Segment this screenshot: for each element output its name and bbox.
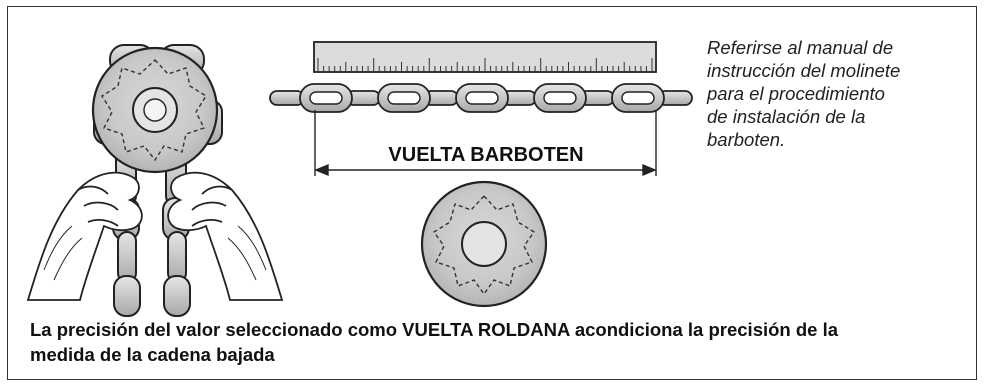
horizontal-chain: [269, 83, 693, 113]
right-hand-icon: [167, 171, 284, 301]
chain-link-hole: [465, 91, 499, 105]
chain-link-hole: [543, 91, 577, 105]
chain-link-hole: [621, 91, 655, 105]
note-line: Referirse al manual de: [707, 37, 894, 58]
caption-line: La precisión del valor seleccionado como…: [30, 319, 839, 340]
chain-link-hole: [309, 91, 343, 105]
note-line: de instalación de la: [707, 106, 866, 127]
note-line: barboten.: [707, 129, 786, 150]
installation-note: Referirse al manual de instrucción del m…: [707, 36, 957, 151]
gypsy-wheel-bottom: [420, 180, 548, 308]
gypsy-wheel-left: [91, 46, 219, 174]
caption-line: medida de la cadena bajada: [30, 344, 275, 365]
chain-link-hole: [387, 91, 421, 105]
note-line: instrucción del molinete: [707, 60, 901, 81]
measure-label: VUELTA BARBOTEN: [388, 144, 583, 166]
left-hand-icon: [26, 171, 143, 301]
chain-link: [269, 90, 305, 106]
diagram-frame: [7, 6, 977, 380]
measurement-dimension: [314, 110, 657, 177]
note-line: para el procedimiento: [707, 83, 885, 104]
ruler: [313, 41, 657, 73]
caption: La precisión del valor seleccionado como…: [30, 317, 930, 367]
